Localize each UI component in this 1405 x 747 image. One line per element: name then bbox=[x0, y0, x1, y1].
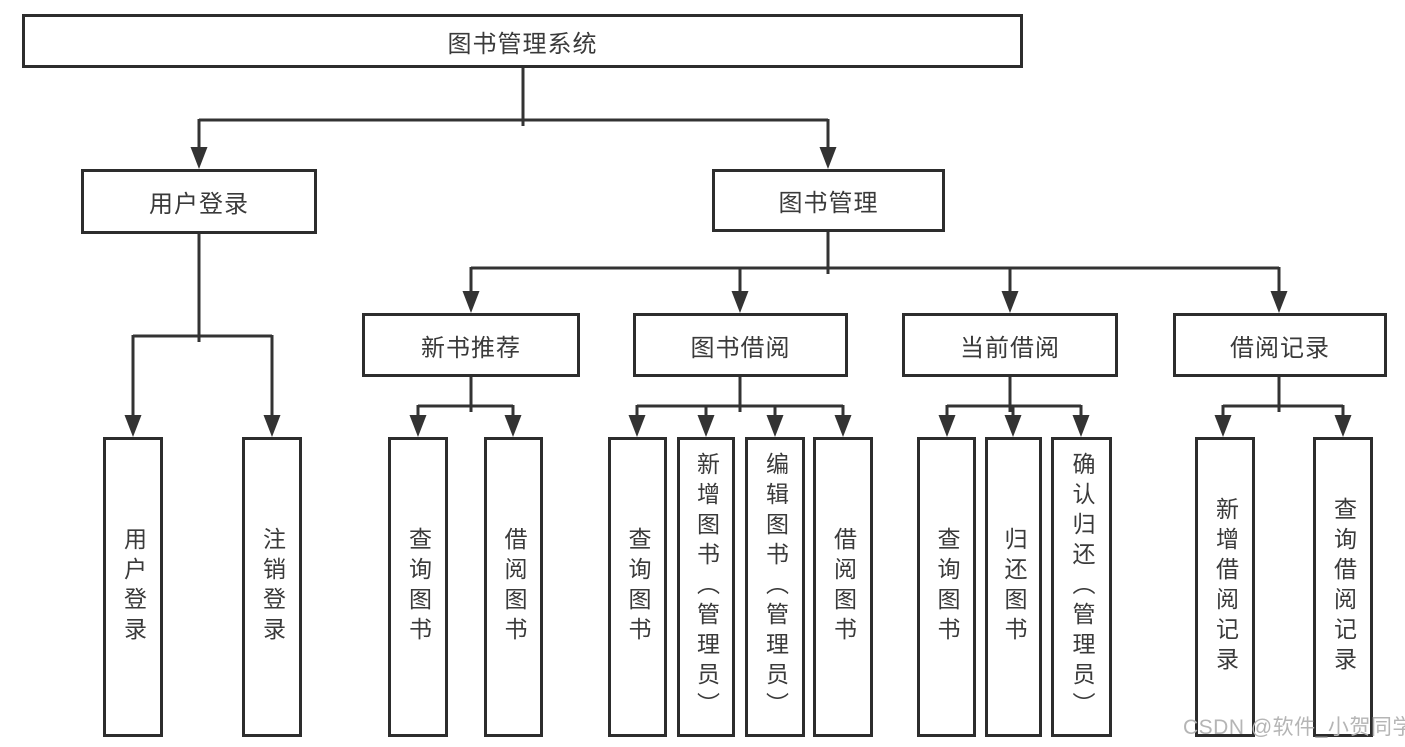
leaf-nbr-borrow-books-label: 借阅图书 bbox=[501, 527, 527, 647]
leaf-bb-query-books-label: 查询图书 bbox=[625, 527, 651, 647]
node-book-borrow: 图书借阅 bbox=[633, 313, 848, 377]
csdn-watermark: CSDN @软件_小贺同学 bbox=[1183, 716, 1405, 739]
node-book-mgmt-label: 图书管理 bbox=[778, 190, 879, 217]
node-borrow-record: 借阅记录 bbox=[1173, 313, 1387, 377]
leaf-bb-edit-books-admin: 编辑图书（管理员） bbox=[745, 437, 805, 737]
leaf-user-login: 用户登录 bbox=[103, 437, 163, 737]
leaf-nbr-borrow-books: 借阅图书 bbox=[484, 437, 543, 737]
leaf-bb-add-books-admin: 新增图书（管理员） bbox=[677, 437, 735, 737]
node-root-label: 图书管理系统 bbox=[447, 30, 598, 58]
leaf-br-add-record: 新增借阅记录 bbox=[1195, 437, 1255, 737]
node-new-book-rec: 新书推荐 bbox=[362, 313, 580, 377]
connector-user-login-to-leaves bbox=[124, 234, 281, 437]
leaf-cb-confirm-return-admin: 确认归还（管理员） bbox=[1051, 437, 1112, 737]
leaf-bb-borrow-books-label: 借阅图书 bbox=[830, 527, 857, 647]
leaf-bb-borrow-books: 借阅图书 bbox=[813, 437, 873, 737]
leaf-nbr-query-books-label: 查询图书 bbox=[405, 527, 432, 647]
connector-current-borrow-to-leaves bbox=[938, 377, 1090, 437]
node-current-borrow-label: 当前借阅 bbox=[960, 334, 1060, 362]
node-user-login-label: 用户登录 bbox=[149, 191, 249, 218]
leaf-bb-edit-books-admin-label: 编辑图书（管理员） bbox=[762, 452, 789, 722]
leaf-user-login-label: 用户登录 bbox=[120, 527, 147, 647]
connector-book-borrow-to-leaves bbox=[628, 377, 852, 437]
leaf-bb-add-books-admin-label: 新增图书（管理员） bbox=[693, 452, 720, 722]
node-current-borrow: 当前借阅 bbox=[902, 313, 1118, 377]
connector-new-book-rec-to-leaves bbox=[409, 377, 522, 437]
leaf-bb-query-books: 查询图书 bbox=[608, 437, 667, 737]
node-root: 图书管理系统 bbox=[22, 14, 1023, 68]
leaf-br-add-record-label: 新增借阅记录 bbox=[1212, 497, 1239, 677]
leaf-br-query-record: 查询借阅记录 bbox=[1313, 437, 1373, 737]
node-user-login: 用户登录 bbox=[81, 169, 317, 234]
leaf-cb-query-books: 查询图书 bbox=[917, 437, 976, 737]
leaf-cb-query-books-label: 查询图书 bbox=[934, 527, 960, 647]
leaf-br-query-record-label: 查询借阅记录 bbox=[1330, 497, 1357, 677]
connector-root-to-level2 bbox=[190, 68, 837, 169]
node-book-borrow-label: 图书借阅 bbox=[690, 334, 791, 362]
leaf-logout-label: 注销登录 bbox=[259, 527, 286, 647]
connector-borrow-record-to-leaves bbox=[1214, 377, 1352, 437]
node-new-book-rec-label: 新书推荐 bbox=[421, 334, 521, 362]
leaf-cb-return-books-label: 归还图书 bbox=[1001, 527, 1027, 647]
leaf-cb-confirm-return-admin-label: 确认归还（管理员） bbox=[1069, 452, 1095, 722]
node-borrow-record-label: 借阅记录 bbox=[1230, 334, 1330, 362]
leaf-logout: 注销登录 bbox=[242, 437, 302, 737]
leaf-nbr-query-books: 查询图书 bbox=[388, 437, 448, 737]
leaf-cb-return-books: 归还图书 bbox=[985, 437, 1042, 737]
connector-book-mgmt-to-level3 bbox=[462, 232, 1288, 313]
node-book-mgmt: 图书管理 bbox=[712, 169, 945, 232]
